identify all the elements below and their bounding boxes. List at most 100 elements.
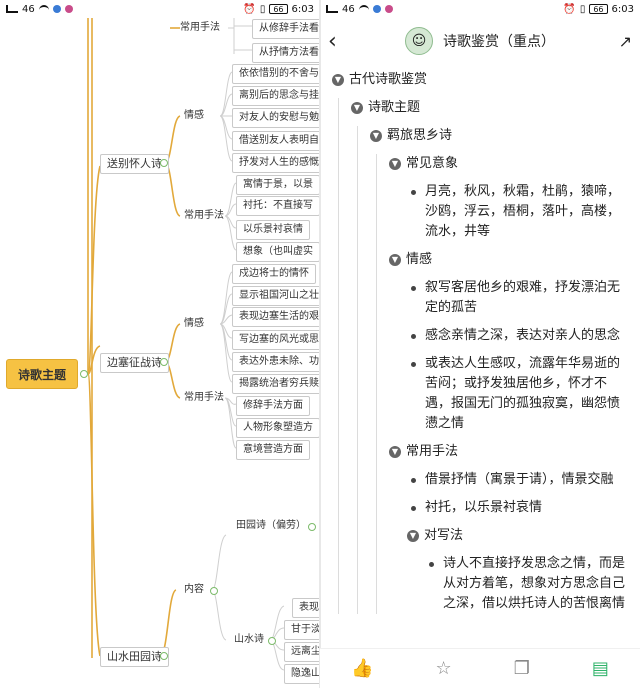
mindmap-canvas[interactable]: 诗歌主题 常用手法 从修辞手法看, 从抒情方法看, 送别怀人诗 情感 常用手法 … xyxy=(0,18,320,688)
emotion-text-1: 叙写客居他乡的艰难，抒发漂泊无定的孤苦 xyxy=(425,280,621,315)
frontier-emotion-item-5[interactable]: 表达外患未除、功业 xyxy=(232,352,320,372)
landscape-item-2[interactable]: 甘于淡 xyxy=(284,620,320,640)
frontier-technique-item-2[interactable]: 人物形象塑造方 xyxy=(236,418,320,438)
farewell-emotion-item-3[interactable]: 对友人的安慰与勉励 xyxy=(232,108,320,128)
outline-level-2[interactable]: ▼ 诗歌主题 xyxy=(351,98,626,118)
landscape-subnode[interactable]: 山水诗 xyxy=(234,634,264,645)
collapse-landscape-icon[interactable] xyxy=(268,637,276,645)
landscape-item-4[interactable]: 隐逸山 xyxy=(284,664,320,684)
collapse-icon[interactable]: ▼ xyxy=(389,158,401,170)
alarm-icon: ⏰ xyxy=(563,3,576,15)
frontier-technique-item-1[interactable]: 修辞手法方面 xyxy=(236,396,310,416)
list-item: 借景抒情（寓景于请），情景交融 xyxy=(407,470,626,490)
landscape-item-1[interactable]: 表现自 xyxy=(292,598,320,618)
collapse-farewell-icon[interactable] xyxy=(160,159,168,167)
outline-imagery[interactable]: ▼ 常见意象 xyxy=(389,154,626,174)
title-group: ☺ 诗歌鉴赏（重点） xyxy=(405,27,555,55)
signal-icon xyxy=(326,5,338,13)
top-item-2[interactable]: 从抒情方法看, xyxy=(252,43,320,63)
content-node[interactable]: 内容 xyxy=(184,584,204,595)
top-item-1[interactable]: 从修辞手法看, xyxy=(252,19,320,39)
landscape-item-3[interactable]: 远离尘 xyxy=(284,642,320,662)
collapse-frontier-icon[interactable] xyxy=(160,358,168,366)
frontier-technique-node[interactable]: 常用手法 xyxy=(184,392,224,403)
frontier-emotion-item-3[interactable]: 表现边塞生活的艰苦 xyxy=(232,307,320,327)
app-icon-2 xyxy=(64,5,73,13)
copy-icon[interactable]: ❐ xyxy=(513,658,530,679)
outline-level-1[interactable]: ▼ 古代诗歌鉴赏 xyxy=(332,70,626,90)
wifi-icon xyxy=(358,5,369,13)
top-technique-node[interactable]: 常用手法 xyxy=(180,22,220,33)
heading-technique: 常用手法 xyxy=(406,444,459,459)
outline-duixie[interactable]: ▼ 对写法 xyxy=(407,526,626,546)
farewell-emotion-item-5[interactable]: 抒发对人生的感慨 xyxy=(232,153,320,173)
page-title: 诗歌鉴赏（重点） xyxy=(443,34,555,50)
emotion-text-2: 感念亲情之深，表达对亲人的思念 xyxy=(425,328,621,343)
bullet-icon xyxy=(411,334,416,339)
landscape-poem-node[interactable]: 山水田园诗 xyxy=(100,647,169,667)
outline-content: ▼ 古代诗歌鉴赏 ▼ 诗歌主题 ▼ 羁旅思乡诗 ▼ 常见意象 xyxy=(320,64,640,614)
app-icon-2 xyxy=(384,5,393,13)
collapse-icon[interactable]: ▼ xyxy=(389,446,401,458)
mindmap-pane: 46 ⏰ ▯ 66 6:03 xyxy=(0,0,320,688)
heading-l3: 羁旅思乡诗 xyxy=(387,128,453,143)
root-node[interactable]: 诗歌主题 xyxy=(6,359,78,389)
frontier-emotion-item-4[interactable]: 写边塞的风光或思乡 xyxy=(232,330,320,350)
network-label: 46 xyxy=(22,3,35,15)
collapse-landscape-poem-icon[interactable] xyxy=(160,652,168,660)
farewell-technique-item-3[interactable]: 以乐景衬哀情 xyxy=(236,220,310,240)
farewell-emotion-item-4[interactable]: 借送别友人表明自己 xyxy=(232,131,320,151)
heading-l1: 古代诗歌鉴赏 xyxy=(349,72,428,87)
frontier-technique-item-3[interactable]: 意境营造方面 xyxy=(236,440,310,460)
bullet-icon xyxy=(411,478,416,483)
share-icon[interactable]: ↗ xyxy=(618,31,632,51)
star-icon[interactable]: ☆ xyxy=(435,658,452,679)
outline-level-3[interactable]: ▼ 羁旅思乡诗 xyxy=(370,126,626,146)
like-icon[interactable]: 👍 xyxy=(351,658,374,679)
imagery-text: 月亮，秋风，秋霜，杜鹃，猿啼，沙鸥，浮云，梧桐，落叶，高楼，流水，井等 xyxy=(425,184,621,239)
farewell-technique-item-4[interactable]: 想象（也叫虚实 xyxy=(236,242,320,262)
avatar[interactable]: ☺ xyxy=(405,27,433,55)
frontier-emotion-item-2[interactable]: 显示祖国河山之壮美 xyxy=(232,286,320,306)
signal-icon xyxy=(6,5,18,13)
farewell-technique-node[interactable]: 常用手法 xyxy=(184,210,224,221)
collapse-icon[interactable]: ▼ xyxy=(351,102,363,114)
frontier-poem-node[interactable]: 边塞征战诗 xyxy=(100,353,169,373)
collapse-icon[interactable]: ▼ xyxy=(370,130,382,142)
farewell-technique-item-1[interactable]: 寓情于景，以景 xyxy=(236,175,320,195)
collapse-root-icon[interactable] xyxy=(80,370,88,378)
farewell-emotion-item-1[interactable]: 依依惜别的不舍与伤 xyxy=(232,64,320,84)
farewell-poem-node[interactable]: 送别怀人诗 xyxy=(100,154,169,174)
bullet-icon xyxy=(411,286,416,291)
back-icon[interactable]: ‹ xyxy=(328,28,337,54)
collapse-icon[interactable]: ▼ xyxy=(389,254,401,266)
list-item: 诗人不直接抒发思念之情，而是从对方着笔，想象对方思念自己之深，借以烘托诗人的苦恨… xyxy=(425,554,626,614)
frontier-emotion-node[interactable]: 情感 xyxy=(184,318,204,329)
vibrate-icon: ▯ xyxy=(579,3,586,15)
frontier-emotion-item-1[interactable]: 戍边将士的情怀 xyxy=(232,264,316,284)
pastoral-subnode[interactable]: 田园诗（偏劳） xyxy=(236,520,306,531)
bullet-icon xyxy=(429,562,434,567)
collapse-pastoral-icon[interactable] xyxy=(308,523,316,531)
technique-text-1: 借景抒情（寓景于请），情景交融 xyxy=(425,472,614,487)
status-bar-right: 46 ⏰ ▯ 66 6:03 xyxy=(320,0,640,18)
outline-technique[interactable]: ▼ 常用手法 xyxy=(389,442,626,462)
farewell-technique-item-2[interactable]: 衬托：不直接写 xyxy=(236,196,320,216)
collapse-content-icon[interactable] xyxy=(210,587,218,595)
frontier-emotion-item-6[interactable]: 揭露统治者穷兵赎武 xyxy=(232,374,320,394)
technique-text-2: 衬托，以乐景衬哀情 xyxy=(425,500,543,515)
status-bar-left: 46 ⏰ ▯ 66 6:03 xyxy=(0,0,320,18)
farewell-emotion-item-2[interactable]: 离别后的思念与挂念 xyxy=(232,86,320,106)
book-icon[interactable]: ▤ xyxy=(591,658,609,679)
duixie-text: 诗人不直接抒发思念之情，而是从对方着笔，想象对方思念自己之深，借以烘托诗人的苦恨… xyxy=(443,556,626,611)
collapse-icon[interactable]: ▼ xyxy=(332,74,344,86)
farewell-emotion-node[interactable]: 情感 xyxy=(184,110,204,121)
clock: 6:03 xyxy=(291,3,314,15)
outline-emotion[interactable]: ▼ 情感 xyxy=(389,250,626,270)
collapse-icon[interactable]: ▼ xyxy=(407,530,419,542)
clock: 6:03 xyxy=(611,3,634,15)
list-item: 衬托，以乐景衬哀情 xyxy=(407,498,626,518)
bullet-icon xyxy=(411,506,416,511)
network-label: 46 xyxy=(342,3,355,15)
